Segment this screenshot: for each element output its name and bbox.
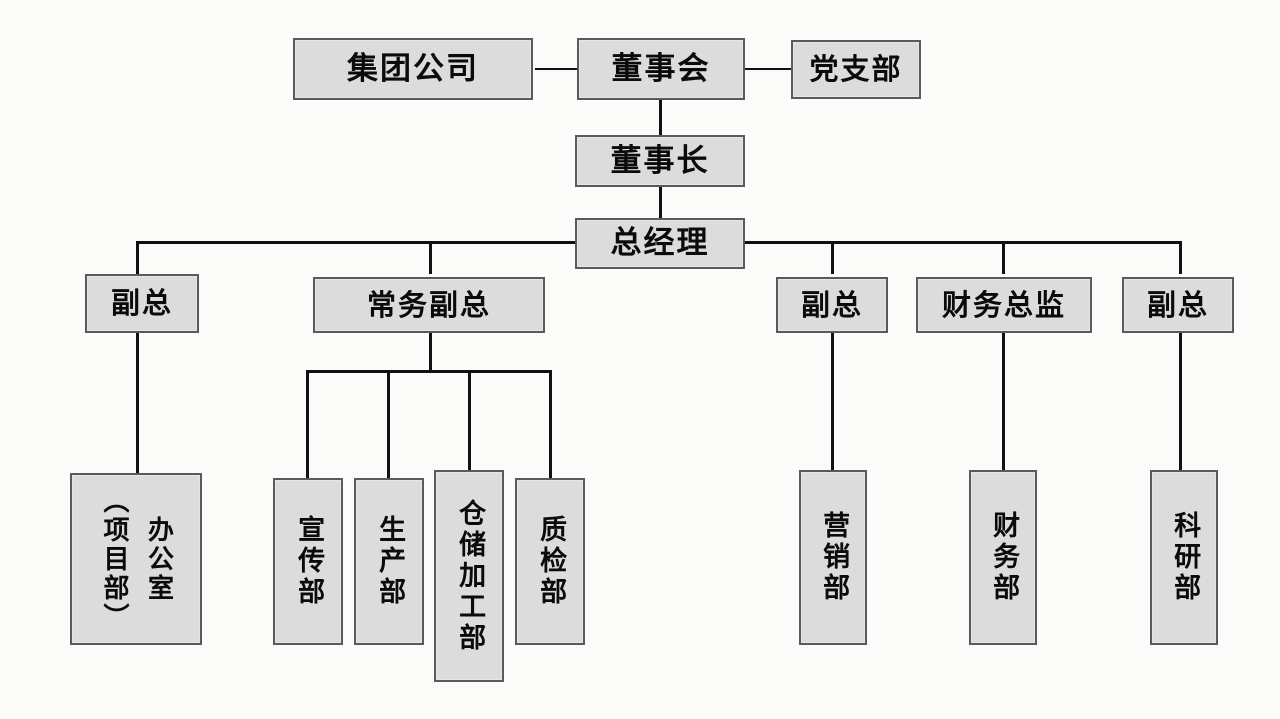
connector-exec-vp-to-warehouse [468, 370, 471, 470]
connector-gm-bus-left [136, 241, 577, 244]
connector-vp2-to-marketing [831, 333, 834, 470]
connector-gm-to-vp3 [1179, 241, 1182, 274]
connector-gm-to-exec-vp [429, 241, 432, 274]
connector-cfo-to-finance [1002, 333, 1005, 470]
connector-vp1-to-office [136, 333, 139, 473]
node-chairman[interactable]: 董事长 [575, 135, 745, 187]
connector-exec-vp-stem [429, 333, 432, 371]
connector-exec-vp-to-quality [549, 370, 552, 478]
node-marketing-department[interactable]: 营销部 [799, 470, 867, 645]
connector-exec-vp-bus [306, 370, 552, 373]
node-research-department[interactable]: 科研部 [1150, 470, 1218, 645]
node-finance-department[interactable]: 财务部 [969, 470, 1037, 645]
connector-vp3-to-research [1179, 333, 1182, 470]
node-publicity-department[interactable]: 宣传部 [273, 478, 343, 645]
connector-gm-to-cfo [1002, 241, 1005, 274]
connector-board-to-chairman [659, 100, 662, 136]
connector-gm-bus-right [745, 241, 1182, 244]
node-board-of-directors[interactable]: 董事会 [577, 38, 745, 100]
node-vice-president-3[interactable]: 副总 [1122, 277, 1234, 333]
node-executive-vice-president[interactable]: 常务副总 [313, 277, 545, 333]
connector-gm-to-vp2 [831, 241, 834, 274]
node-party-branch[interactable]: 党支部 [791, 40, 921, 99]
connector-gm-to-vp1 [136, 241, 139, 274]
node-office-label-col1: 办公室 [143, 515, 174, 603]
connector-exec-vp-to-publicity [306, 370, 309, 478]
connector-group-to-board [535, 68, 577, 70]
node-general-manager[interactable]: 总经理 [575, 218, 745, 269]
node-quality-inspection-department[interactable]: 质检部 [515, 478, 585, 645]
node-warehouse-processing-department[interactable]: 仓储加工部 [434, 470, 504, 682]
connector-exec-vp-to-production [387, 370, 390, 478]
node-office-label-col2: （项目部） [99, 486, 129, 632]
node-group-company[interactable]: 集团公司 [293, 38, 533, 100]
node-production-department[interactable]: 生产部 [354, 478, 424, 645]
connector-chairman-to-gm [659, 186, 662, 219]
node-office-project-department[interactable]: 办公室 （项目部） [70, 473, 202, 645]
connector-board-to-party [745, 68, 791, 70]
node-vice-president-2[interactable]: 副总 [776, 277, 888, 333]
node-cfo[interactable]: 财务总监 [916, 277, 1092, 333]
node-vice-president-1[interactable]: 副总 [85, 274, 199, 333]
